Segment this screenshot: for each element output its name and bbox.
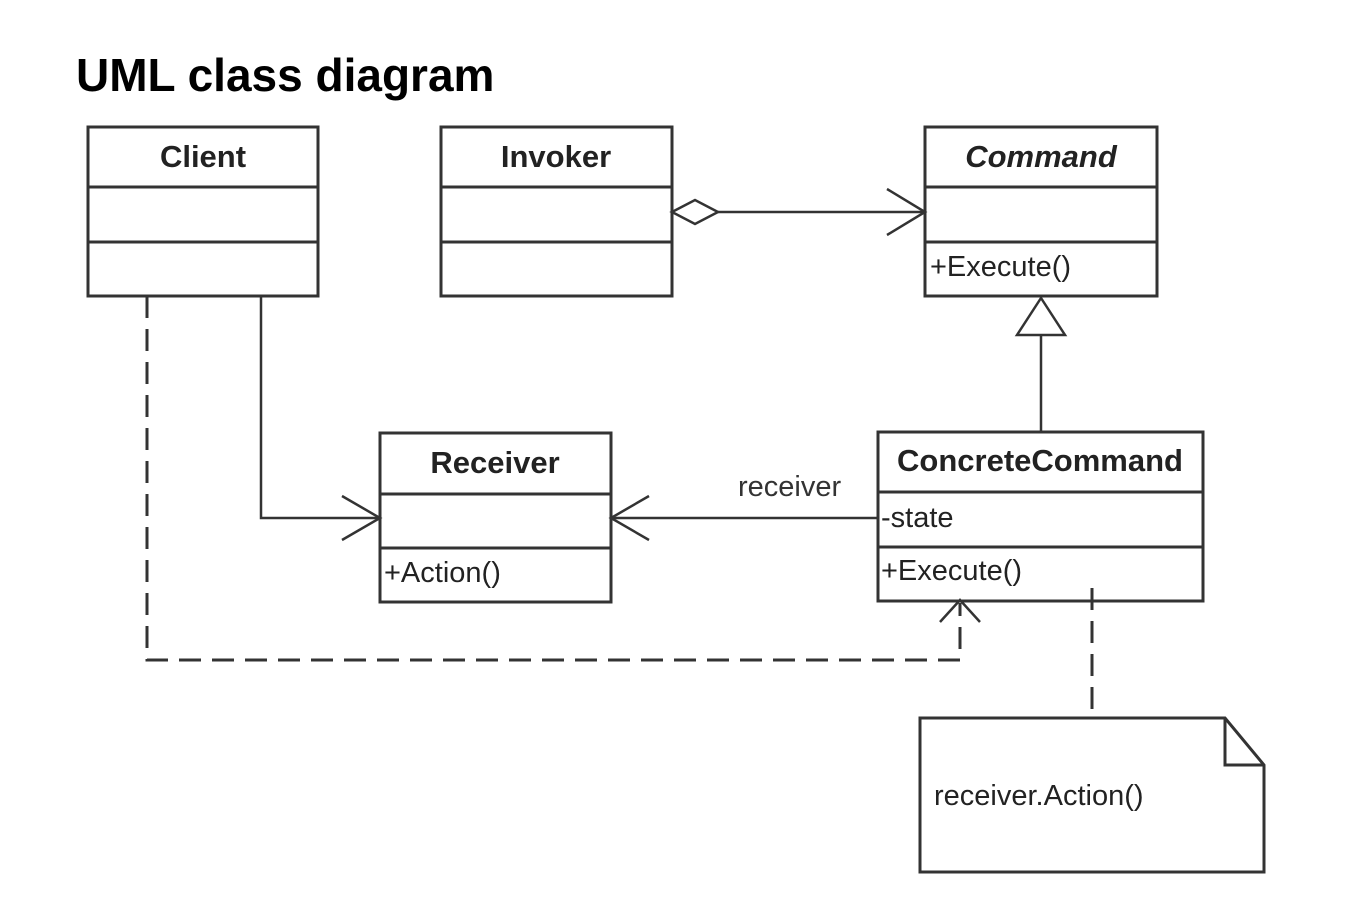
note-text: receiver.Action() <box>934 780 1144 812</box>
association-concretecommand-receiver: receiver <box>608 471 878 542</box>
class-receiver[interactable]: Receiver +Action() <box>378 431 613 604</box>
class-concrete-command-name: ConcreteCommand <box>897 443 1183 478</box>
class-client[interactable]: Client <box>86 125 320 298</box>
class-receiver-operation: +Action() <box>384 557 501 589</box>
open-arrow-icon <box>886 187 928 237</box>
class-command-operation: +Execute() <box>930 251 1071 283</box>
class-command-name: Command <box>965 139 1118 174</box>
inheritance-triangle-icon <box>1014 295 1068 337</box>
class-client-name: Client <box>160 139 246 174</box>
class-command[interactable]: Command +Execute() <box>923 125 1159 298</box>
class-concrete-command-operation: +Execute() <box>881 555 1022 587</box>
association-role-label: receiver <box>738 471 841 503</box>
association-client-receiver <box>259 296 383 542</box>
open-arrow-icon <box>341 494 383 542</box>
open-arrow-icon <box>939 598 981 623</box>
generalization-concretecommand-command <box>1014 295 1068 432</box>
class-invoker[interactable]: Invoker <box>439 125 674 298</box>
note-receiver-action[interactable]: receiver.Action() <box>918 716 1266 874</box>
aggregation-diamond-icon <box>669 198 721 226</box>
class-receiver-name: Receiver <box>430 445 559 480</box>
class-concrete-command[interactable]: ConcreteCommand -state +Execute() <box>876 430 1205 603</box>
open-arrow-icon <box>608 494 650 542</box>
class-concrete-command-attribute: -state <box>881 502 954 534</box>
page-title: UML class diagram <box>76 49 495 101</box>
dependency-client-concretecommand <box>145 296 981 662</box>
aggregation-invoker-command <box>669 187 928 237</box>
note-fold-icon <box>1223 718 1264 767</box>
class-invoker-name: Invoker <box>501 139 611 174</box>
